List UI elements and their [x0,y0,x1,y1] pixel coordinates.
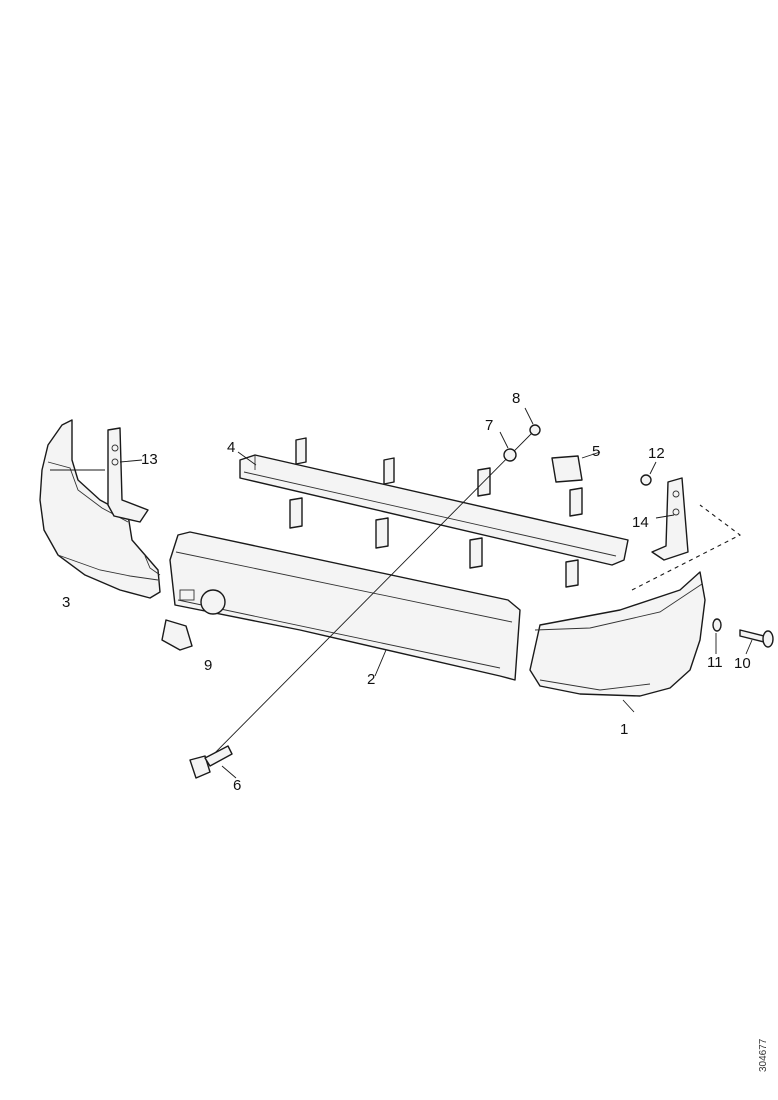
callout-9: 9 [204,657,212,674]
right-washer [712,618,722,654]
callout-5: 5 [592,443,600,460]
left-bracket [107,427,149,523]
bumper-center-section [161,531,521,681]
callout-1: 1 [620,721,628,738]
screw [739,629,774,655]
callout-6: 6 [233,777,241,794]
assembly-line-center [197,429,536,771]
bumper-beam [237,437,629,588]
callout-3: 3 [62,594,70,611]
drawing-code: 304677 [758,1038,769,1072]
callout-13: 13 [141,451,158,468]
right-bumper-corner [529,571,706,713]
callout-2: 2 [367,671,375,688]
callout-4: 4 [227,439,235,456]
callout-10: 10 [734,655,751,672]
washer [499,431,517,462]
callout-12: 12 [648,445,665,462]
small-nut [640,461,657,486]
assembly-line-right [631,504,742,591]
callout-7: 7 [485,417,493,434]
bolt [189,745,237,779]
right-bracket [651,477,689,561]
callout-8: 8 [512,390,520,407]
callout-11: 11 [707,654,723,671]
left-bumper-corner [39,419,161,599]
nut [524,407,541,436]
callout-14: 14 [632,514,649,531]
